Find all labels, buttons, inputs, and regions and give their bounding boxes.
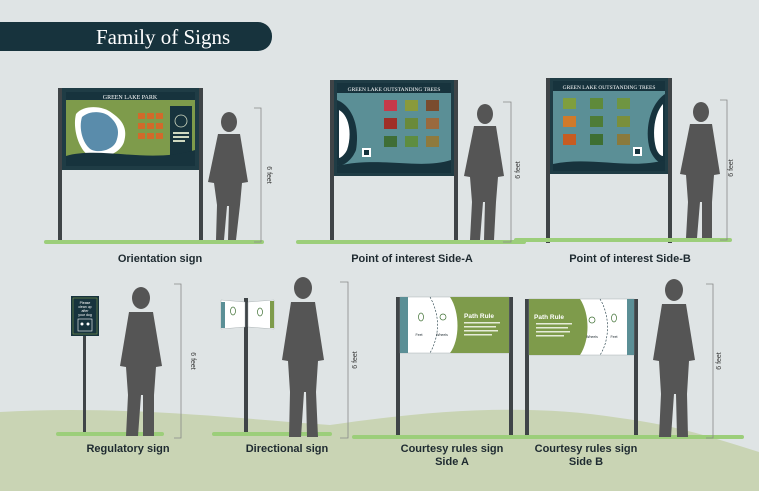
caption-orientation: Orientation sign [92,253,228,266]
caption-courtesy-b: Courtesy rules sign Side B [518,443,654,469]
height-marker-directional: 6 feet [340,281,359,439]
poi-a-title: GREEN LAKE OUTSTANDING TREES [348,87,441,93]
caption-poi-b: Point of interest Side-B [545,253,715,266]
caption-regulatory: Regulatory sign [60,443,196,456]
caption-regulatory-text: Regulatory sign [86,443,170,455]
caption-courtesy-b-line1: Courtesy rules sign [534,443,638,455]
courtesy-b-label-left: Wheels [586,335,598,339]
courtesy-a-label-left: Feet [415,333,422,337]
poi-b-title: GREEN LAKE OUTSTANDING TREES [563,85,656,91]
grass-directional [212,432,332,436]
title-banner: Family of Signs [0,22,272,51]
regulatory-line-1: Please [80,301,91,305]
directional-sign [220,298,275,436]
height-label-3: 6 feet [728,159,735,177]
courtesy-a-label-right: Wheels [436,333,448,337]
silhouette-courtesy [653,279,695,437]
courtesy-sign-a: Path Rule Feet Wheels [396,296,513,438]
caption-poi-b-text: Point of interest Side-B [569,253,691,265]
caption-poi-a-text: Point of interest Side-A [351,253,473,265]
grass-poi-b [514,238,732,242]
caption-orientation-text: Orientation sign [117,253,203,265]
height-marker-regulatory: 6 feet [174,283,196,439]
grass-orientation [44,240,264,244]
silhouette-orientation [208,112,248,240]
caption-directional: Directional sign [219,443,355,456]
courtesy-b-label-right: Feet [610,335,617,339]
height-marker-courtesy: 6 feet [706,283,723,439]
height-label-4: 6 feet [189,352,196,370]
silhouette-poi-b [680,102,720,238]
height-label-2: 6 feet [515,161,522,179]
height-marker-orientation: 6 feet [254,107,272,243]
height-marker-poi-b: 6 feet [720,99,735,241]
silhouette-regulatory [120,287,162,436]
courtesy-a-title: Path Rule [464,313,494,320]
height-label-1: 6 feet [265,166,272,184]
silhouette-poi-a [464,104,504,240]
courtesy-sign-b: Path Rule Wheels Feet [525,298,638,438]
regulatory-line-2: clean up [78,305,91,309]
orientation-sign: GREEN LAKE PARK [58,88,203,243]
poi-sign-b: GREEN LAKE OUTSTANDING TREES [546,78,672,243]
height-marker-poi-a: 6 feet [503,101,522,243]
silhouette-directional [282,277,324,437]
caption-courtesy-b-line2: Side B [568,456,604,468]
caption-courtesy-a-line2: Side A [435,456,469,468]
page-title: Family of Signs [96,25,231,49]
grass-poi-a [296,240,526,244]
grass-courtesy [352,435,744,439]
regulatory-sign: Please clean up after your dog [71,296,99,435]
height-label-5: 6 feet [352,351,359,369]
poi-sign-a: GREEN LAKE OUTSTANDING TREES [330,80,458,243]
caption-courtesy-a: Courtesy rules sign Side A [384,443,520,469]
regulatory-line-4: your dog [78,313,92,317]
regulatory-line-3: after [81,309,89,313]
orientation-sign-title: GREEN LAKE PARK [103,95,158,101]
caption-poi-a: Point of interest Side-A [327,253,497,266]
height-label-6: 6 feet [716,352,723,370]
courtesy-b-title: Path Rule [534,314,564,321]
ground-hill [0,409,759,491]
caption-directional-text: Directional sign [245,443,329,455]
caption-courtesy-a-line1: Courtesy rules sign [400,443,504,455]
